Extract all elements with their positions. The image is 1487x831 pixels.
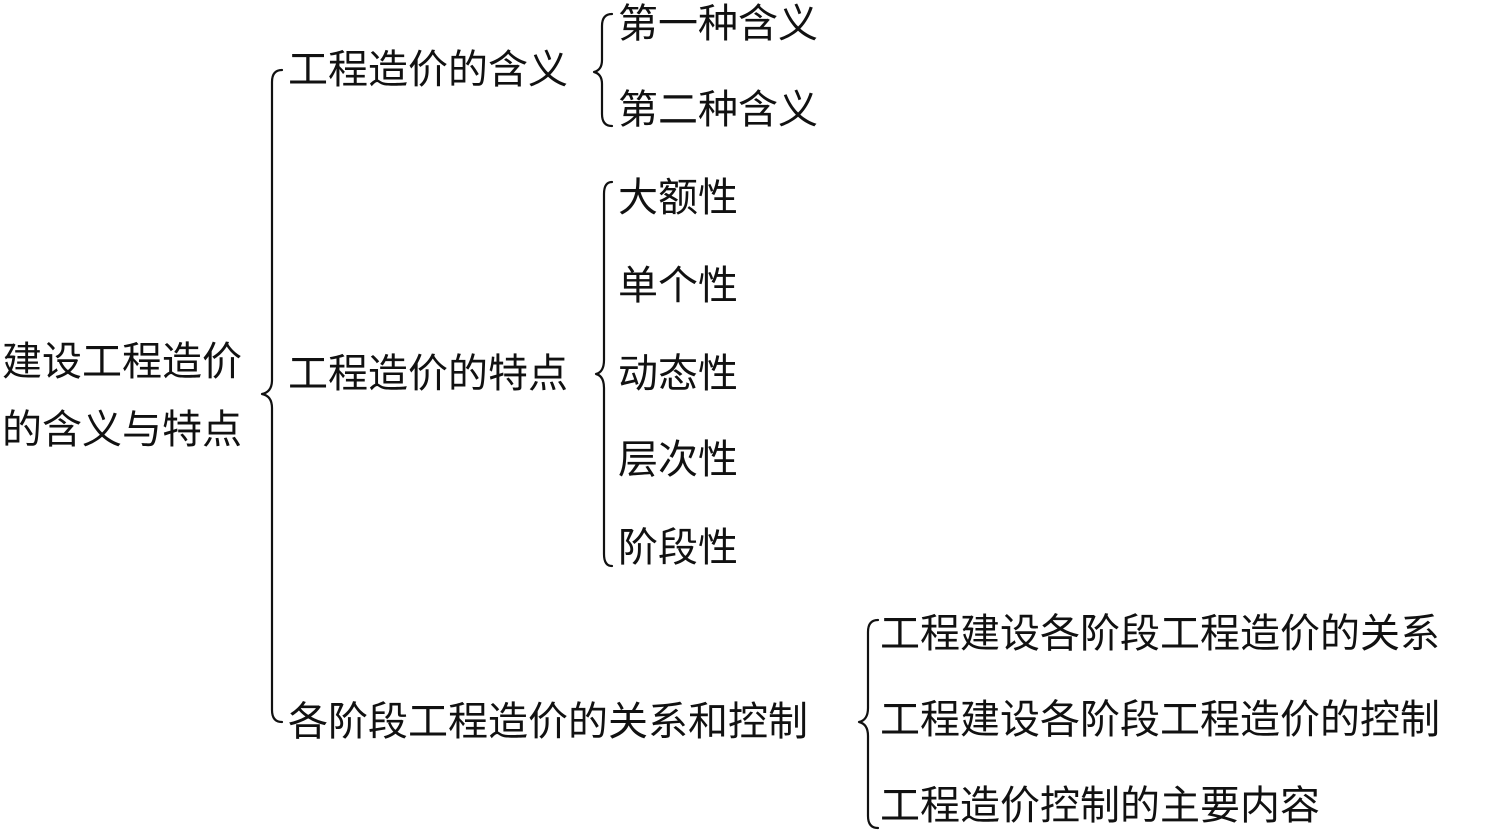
leaf-control-main-content: 工程造价控制的主要内容 (880, 783, 1320, 829)
leaf-stage-relation: 工程建设各阶段工程造价的关系 (880, 611, 1440, 657)
branch-label-meaning: 工程造价的含义 (288, 47, 568, 93)
root-brace (260, 68, 284, 724)
leaf-second-meaning: 第二种含义 (618, 87, 818, 133)
leaf-first-meaning: 第一种含义 (618, 1, 818, 47)
branch-label-stage-control: 各阶段工程造价的关系和控制 (288, 699, 808, 745)
root-label-line1: 建设工程造价 (2, 339, 242, 385)
branch-2-brace (594, 180, 614, 568)
leaf-hierarchy: 层次性 (618, 437, 738, 483)
leaf-individuality: 单个性 (618, 263, 738, 309)
branch-3-brace (857, 618, 880, 830)
leaf-stage: 阶段性 (618, 525, 738, 571)
root-label-line2: 的含义与特点 (2, 407, 242, 453)
leaf-stage-control: 工程建设各阶段工程造价的控制 (880, 697, 1440, 743)
branch-label-features: 工程造价的特点 (288, 351, 568, 397)
leaf-large-amount: 大额性 (618, 175, 738, 221)
leaf-dynamic: 动态性 (618, 351, 738, 397)
branch-1-brace (592, 12, 614, 128)
